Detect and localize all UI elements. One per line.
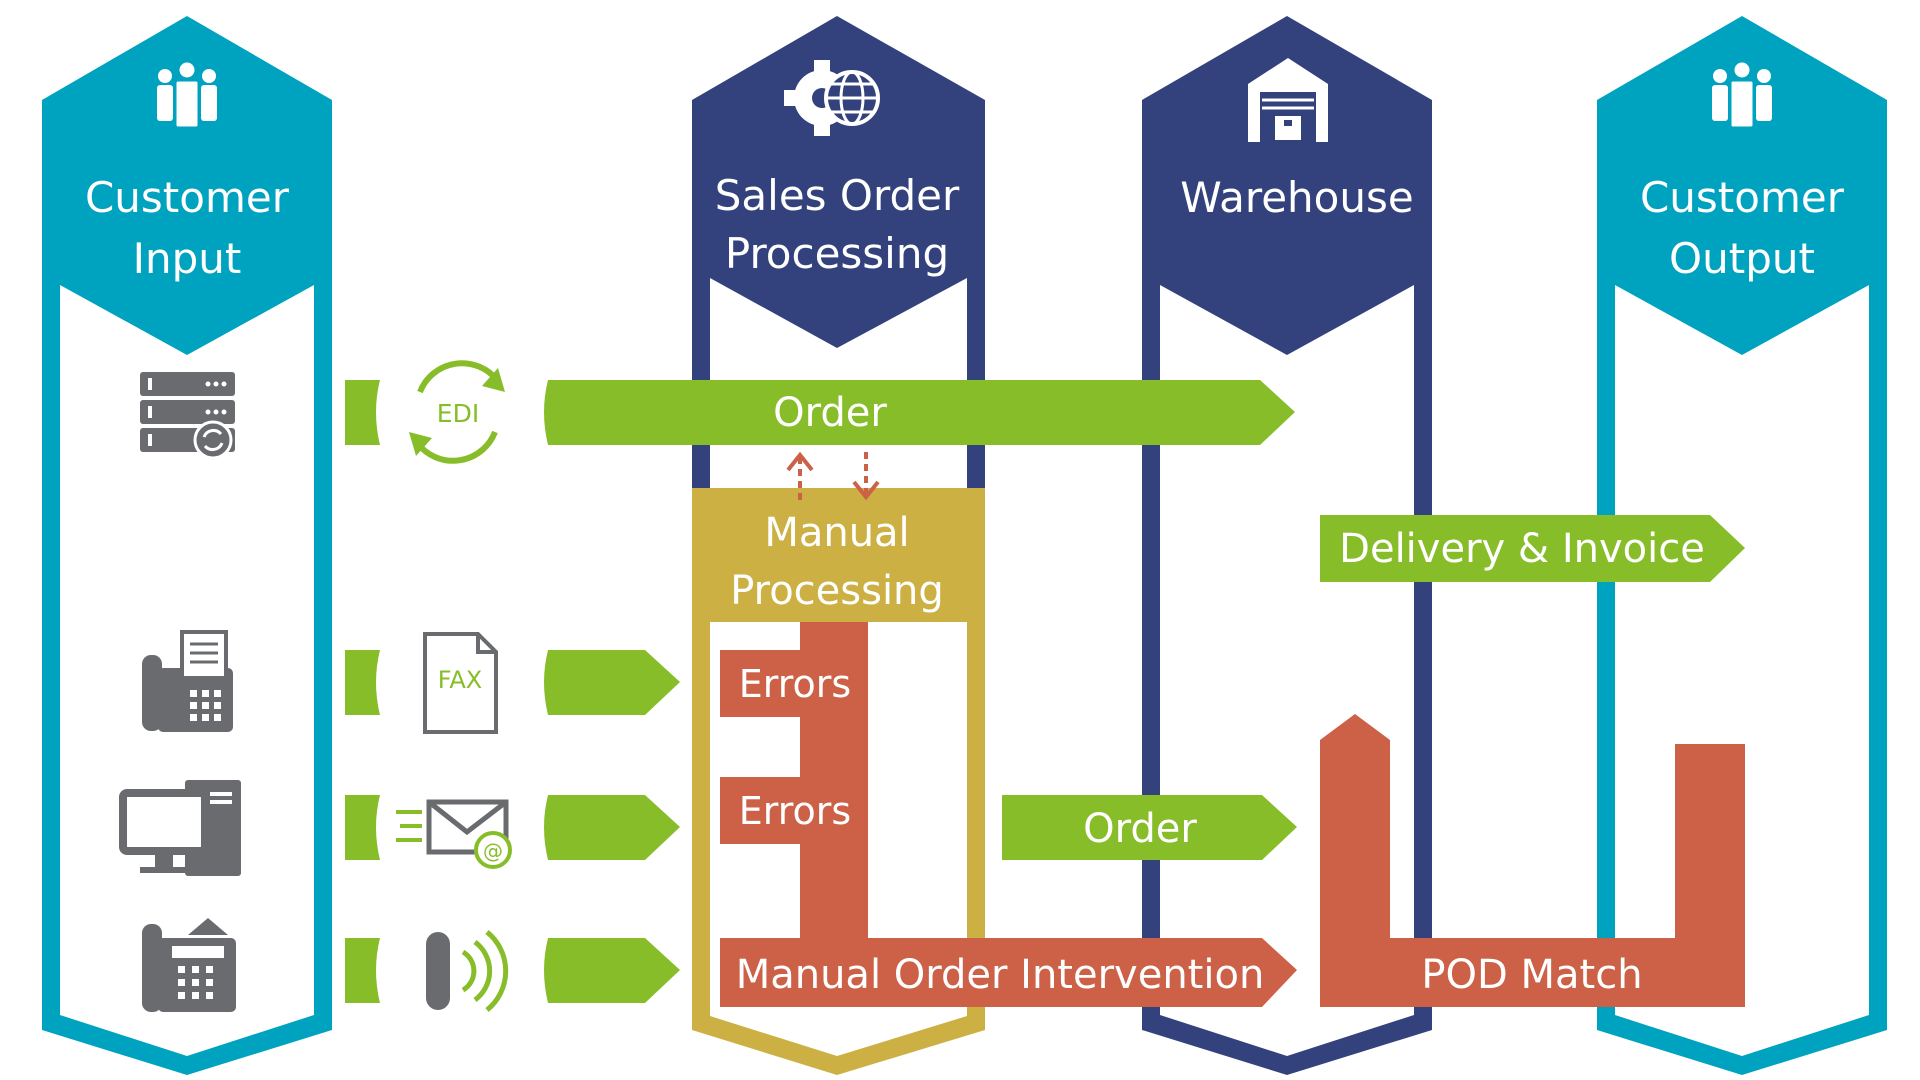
- fax-label: FAX: [438, 666, 482, 694]
- errors-block-1: Errors: [720, 650, 868, 717]
- delivery-invoice-arrow: Delivery & Invoice: [1320, 515, 1745, 582]
- order-bottom-label: Order: [1083, 806, 1197, 852]
- column-customer-input: Customer Input: [42, 16, 332, 1075]
- customer-input-title-line1: Customer: [85, 173, 290, 222]
- manual-order-intervention-arrow: Manual Order Intervention: [720, 938, 1297, 1007]
- pod-match-block: POD Match: [1320, 714, 1745, 1007]
- sales-order-title-line2: Processing: [725, 229, 949, 278]
- channel-phone-row: [345, 938, 680, 1003]
- people-icon: [155, 59, 219, 130]
- pod-match-label: POD Match: [1421, 952, 1642, 998]
- customer-output-title-line1: Customer: [1640, 173, 1845, 222]
- errors-label-2: Errors: [739, 789, 851, 833]
- computer-icon: [119, 780, 241, 876]
- channel-fax-row: [345, 650, 680, 715]
- exchange-arrows-icon: [786, 451, 880, 501]
- channel-edi-row: [345, 380, 1295, 445]
- manual-processing-line2: Processing: [730, 568, 944, 614]
- server-sync-icon: [140, 372, 235, 460]
- edi-label: EDI: [437, 399, 479, 428]
- warehouse-icon: [1248, 58, 1328, 142]
- order-top-label: Order: [773, 390, 887, 436]
- manual-processing-line1: Manual: [764, 510, 909, 556]
- errors-block-2: Errors: [720, 777, 868, 844]
- gear-globe-icon: [784, 60, 880, 136]
- edi-sync-icon: EDI: [409, 360, 505, 464]
- email-at-icon: @: [396, 799, 512, 869]
- errors-label-1: Errors: [739, 662, 851, 706]
- sales-order-title-line1: Sales Order: [715, 171, 960, 220]
- at-sign-glyph: @: [483, 839, 503, 863]
- fax-document-icon: FAX: [423, 632, 498, 734]
- channel-email-row: [345, 795, 680, 860]
- fax-machine-icon: [142, 630, 233, 732]
- customer-input-title-line2: Input: [133, 234, 242, 283]
- manual-order-intervention-label: Manual Order Intervention: [736, 952, 1265, 998]
- people-icon: [1710, 59, 1774, 130]
- voice-signal-icon: [426, 930, 509, 1012]
- phone-icon: [142, 918, 236, 1012]
- customer-output-title-line2: Output: [1669, 234, 1815, 283]
- order-bottom-arrow: Order: [1002, 795, 1297, 860]
- delivery-invoice-label: Delivery & Invoice: [1339, 526, 1705, 572]
- warehouse-title: Warehouse: [1180, 173, 1413, 222]
